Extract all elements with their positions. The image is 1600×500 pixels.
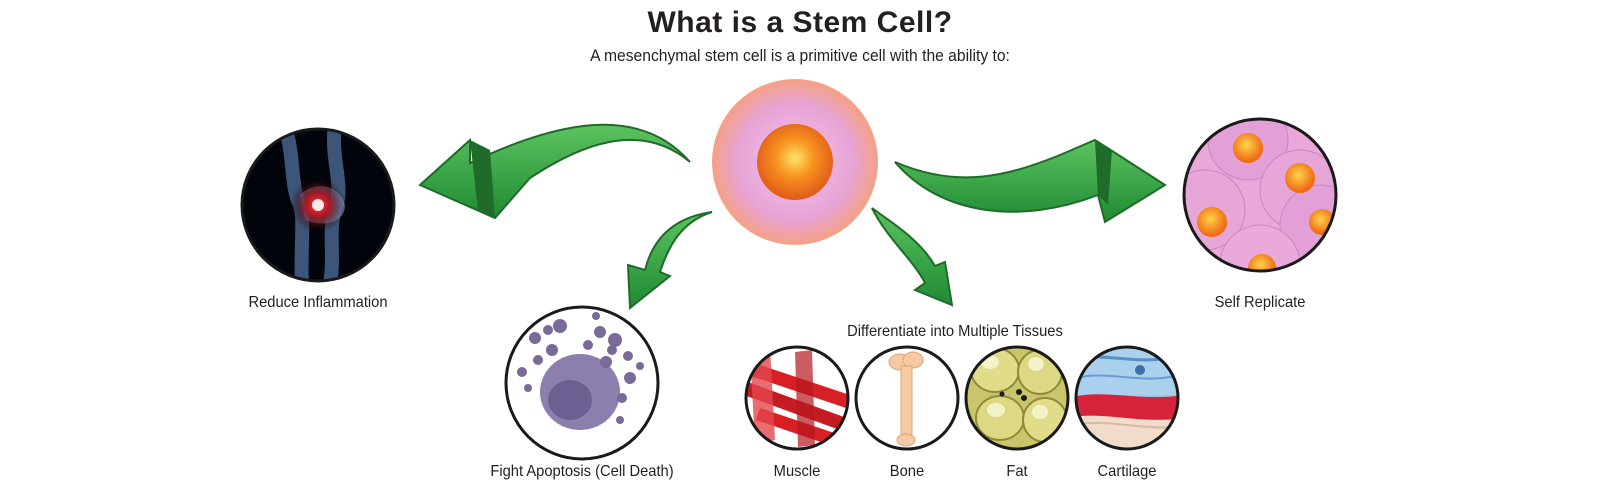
self-replicate-image	[1182, 117, 1338, 273]
label-reduce-inflammation: Reduce Inflammation	[248, 294, 388, 311]
arrow-to-inflammation	[418, 123, 691, 220]
label-fat: Fat	[1006, 463, 1028, 480]
label-cartilage: Cartilage	[1097, 463, 1157, 480]
arrow-to-differentiate	[871, 207, 954, 307]
arrow-to-apoptosis	[626, 211, 713, 311]
stem-cell-illustration	[712, 79, 878, 245]
label-differentiate: Differentiate into Multiple Tissues	[847, 323, 1063, 340]
apoptosis-image	[504, 305, 660, 461]
label-muscle: Muscle	[773, 463, 821, 480]
muscle-tissue-image	[744, 345, 850, 451]
cartilage-tissue-image	[1074, 345, 1180, 451]
bone-tissue-image	[854, 345, 960, 451]
label-fight-apoptosis: Fight Apoptosis (Cell Death)	[490, 463, 674, 480]
page-title: What is a Stem Cell?	[647, 6, 953, 39]
arrow-to-replicate	[894, 138, 1167, 224]
fat-tissue-image	[964, 345, 1070, 451]
label-self-replicate: Self Replicate	[1214, 294, 1306, 311]
knee-inflammation-image	[240, 127, 396, 283]
page-subtitle: A mesenchymal stem cell is a primitive c…	[590, 46, 1010, 65]
label-bone: Bone	[889, 463, 925, 480]
